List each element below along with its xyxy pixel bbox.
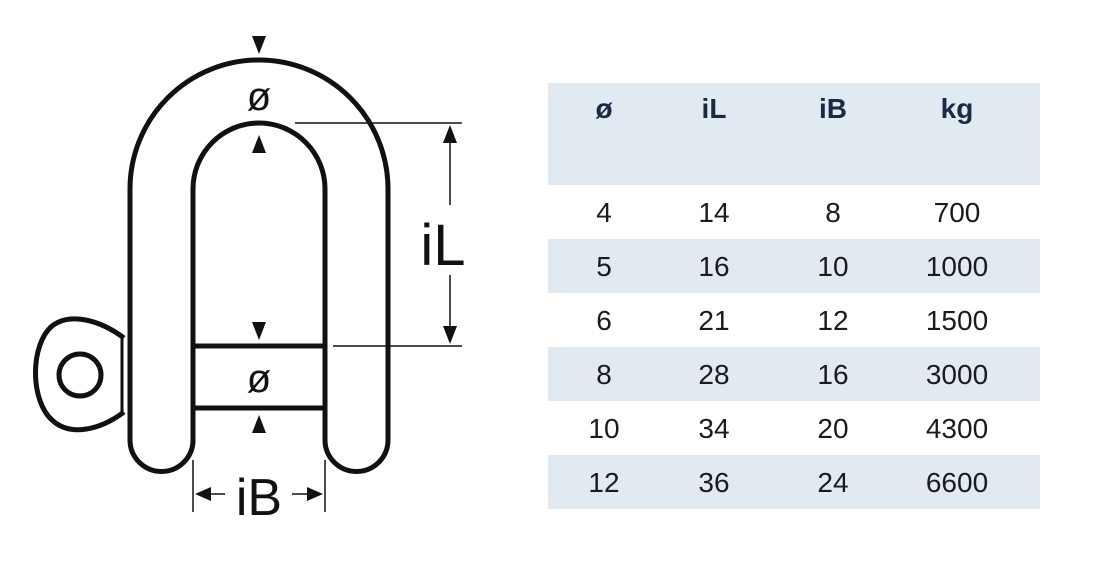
cell: 6600 (925, 467, 989, 498)
table-row: 6 21 12 1500 (548, 293, 1040, 347)
diameter-top-label: ø (247, 75, 271, 119)
header-diameter: ø (595, 93, 613, 124)
cell: 16 (698, 251, 730, 282)
cell: 20 (817, 413, 849, 444)
cell: 28 (698, 359, 730, 390)
cell: 12 (588, 467, 620, 498)
cell: 1000 (925, 251, 989, 282)
cell: 8 (596, 359, 612, 390)
inner-length-label: iL (420, 213, 465, 278)
cell: 5 (596, 251, 612, 282)
cell: 6 (596, 305, 612, 336)
table-row: 12 36 24 6600 (548, 455, 1040, 509)
specification-table: ø iL iB kg 4 14 8 700 5 16 10 1000 6 21 … (548, 83, 1040, 509)
dimension-arrows (195, 36, 457, 501)
cell: 1500 (925, 305, 989, 336)
diameter-pin-label: ø (247, 357, 271, 401)
cell: 3000 (925, 359, 989, 390)
table-row: 4 14 8 700 (548, 185, 1040, 239)
shackle-diagram: ø ø iL iB (33, 36, 466, 527)
cell: 24 (817, 467, 849, 498)
cell: 21 (698, 305, 730, 336)
cell: 700 (933, 197, 981, 228)
cell: 8 (825, 197, 841, 228)
cell: 4 (596, 197, 612, 228)
cell: 14 (698, 197, 730, 228)
shackle-body (127, 57, 391, 474)
cell: 34 (698, 413, 730, 444)
table-row: 10 34 20 4300 (548, 401, 1040, 455)
cell: 10 (588, 413, 620, 444)
table-header: ø iL iB kg (548, 83, 1040, 185)
header-inner-length: iL (701, 93, 727, 124)
cell: 12 (817, 305, 849, 336)
header-inner-width: iB (819, 93, 847, 124)
cell: 16 (817, 359, 849, 390)
shackle-eye (33, 316, 126, 433)
header-load-kg: kg (940, 93, 974, 124)
eye-hole (56, 351, 104, 399)
table-row: 5 16 10 1000 (548, 239, 1040, 293)
cell: 10 (817, 251, 849, 282)
inner-width-label: iB (236, 469, 282, 527)
cell: 36 (698, 467, 730, 498)
cell: 4300 (925, 413, 989, 444)
table-row: 8 28 16 3000 (548, 347, 1040, 401)
